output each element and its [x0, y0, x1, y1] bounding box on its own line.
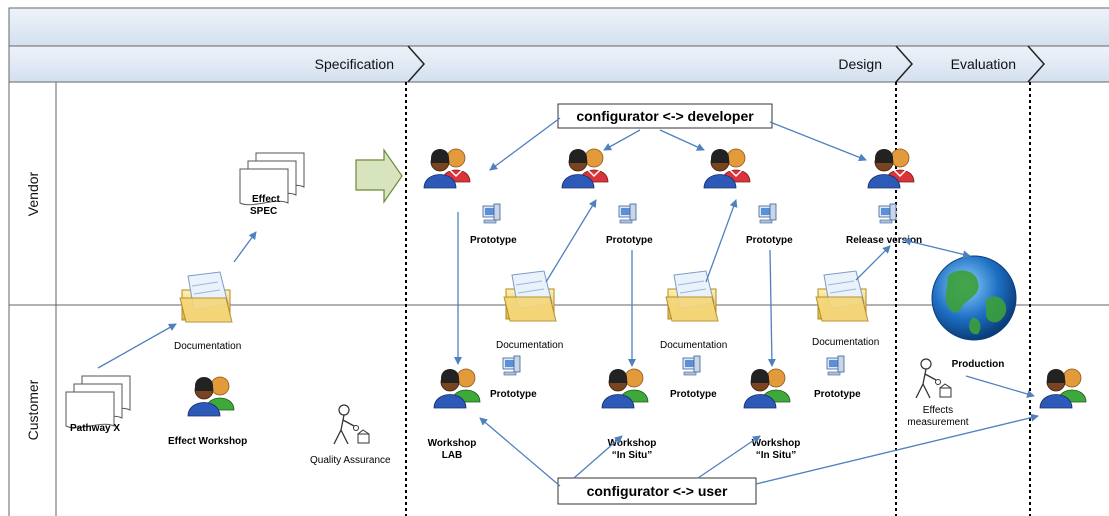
- prototype-label-v1: Prototype: [470, 235, 517, 246]
- prototype-computer-icon-c3: [826, 355, 845, 376]
- documentation-label-4: Documentation: [812, 337, 879, 348]
- release-version-label: Release version: [846, 235, 922, 246]
- edge-cfguser-to-insitu2: [697, 435, 761, 479]
- prototype-computer-icon-v3: [758, 203, 777, 224]
- lane-label-vendor: Vendor: [25, 171, 41, 216]
- effects-measurement-inspector-icon: [915, 358, 952, 399]
- documentation-folder-icon-3: [665, 270, 719, 322]
- edge-cfgdev-to-vendor3: [659, 129, 705, 151]
- prototype-label-c3: Prototype: [814, 389, 861, 400]
- prototype-label-v3: Prototype: [746, 235, 793, 246]
- vendor-people-icon-1: [423, 148, 471, 189]
- edge-cfgdev-to-vendor4: [769, 121, 867, 162]
- prototype-computer-icon-c1: [502, 355, 521, 376]
- callout-configurator-user-text: configurator <-> user: [587, 483, 728, 499]
- phase-label-evaluation: Evaluation: [951, 56, 1016, 72]
- workshop-insitu-people-icon-1: [601, 368, 649, 409]
- vendor-people-icon-4: [867, 148, 915, 189]
- header-band-top: [8, 7, 1109, 47]
- prototype-label-v2: Prototype: [606, 235, 653, 246]
- workshop-insitu-label-1-line1: Workshop: [608, 438, 657, 449]
- edge-release-to-production: [903, 237, 971, 259]
- effect-workshop-label: Effect Workshop: [168, 436, 247, 447]
- workshop-insitu-people-icon-2: [743, 368, 791, 409]
- edge-documentation-to-spec: [233, 231, 257, 263]
- workshop-lab-label-line1: Workshop: [428, 438, 477, 449]
- edge-pathway-to-documentation: [97, 323, 177, 369]
- edge-cfgdev-to-vendor1: [489, 117, 561, 171]
- header-band-phases: [8, 45, 1109, 83]
- workshop-insitu-label-1-line2: “In Situ”: [612, 450, 653, 461]
- workshop-lab-label-line2: LAB: [442, 450, 463, 461]
- edge-cfgdev-to-vendor2: [603, 129, 641, 151]
- callout-configurator-developer: [557, 103, 773, 129]
- quality-assurance-inspector-icon: [333, 404, 370, 445]
- effect-spec-label-line1: Effect: [252, 194, 280, 205]
- edge-cfguser-to-insitu1: [573, 435, 623, 479]
- edge-production-to-evaluation: [965, 375, 1035, 398]
- workshop-insitu-label-2-line2: “In Situ”: [756, 450, 797, 461]
- effect-spec-label-line2: SPEC: [250, 206, 277, 217]
- release-version-computer-icon: [878, 203, 897, 224]
- edge-cfguser-to-evaluation: [755, 413, 1039, 485]
- evaluation-people-icon: [1039, 368, 1087, 409]
- big-green-arrow: [355, 148, 403, 204]
- lane-label-customer: Customer: [25, 379, 41, 440]
- phase-label-specification: Specification: [315, 56, 394, 72]
- documentation-label-2: Documentation: [496, 340, 563, 351]
- prototype-label-c1: Prototype: [490, 389, 537, 400]
- edge-doc4-to-release: [855, 245, 891, 281]
- edge-proto3-to-insitu2: [767, 249, 776, 367]
- documentation-label-1: Documentation: [174, 341, 241, 352]
- phase-chevron-design: [895, 45, 914, 83]
- quality-assurance-label: Quality Assurance: [310, 455, 391, 466]
- documentation-label-3: Documentation: [660, 340, 727, 351]
- prototype-computer-icon-c2: [682, 355, 701, 376]
- effects-measurement-label-line2: measurement: [907, 417, 968, 428]
- prototype-computer-icon-v1: [482, 203, 501, 224]
- phase-label-design: Design: [838, 56, 882, 72]
- prototype-label-c2: Prototype: [670, 389, 717, 400]
- phase-chevron-evaluation: [1027, 45, 1046, 83]
- callout-configurator-user: [557, 477, 757, 505]
- prototype-computer-icon-v2: [618, 203, 637, 224]
- production-label: Production: [952, 359, 1005, 370]
- vendor-people-icon-2: [561, 148, 609, 189]
- pathway-x-label: Pathway X: [70, 423, 120, 434]
- globe-continents: [945, 270, 1007, 335]
- edge-doc3-to-vendor3: [705, 199, 738, 283]
- documentation-folder-icon-1: [179, 271, 233, 323]
- documentation-folder-icon-4: [815, 270, 869, 322]
- workshop-lab-people-icon: [433, 368, 481, 409]
- pathway-x-doc-icon: [65, 375, 131, 429]
- effect-workshop-people-icon: [187, 376, 235, 417]
- vendor-people-icon-3: [703, 148, 751, 189]
- callout-configurator-developer-text: configurator <-> developer: [576, 108, 754, 124]
- workshop-insitu-label-2-line1: Workshop: [752, 438, 801, 449]
- edge-doc2-to-vendor2: [545, 199, 597, 283]
- edge-cfguser-to-lab: [479, 417, 561, 487]
- effects-measurement-label-line1: Effects: [923, 405, 953, 416]
- phase-chevron-specification: [407, 45, 426, 83]
